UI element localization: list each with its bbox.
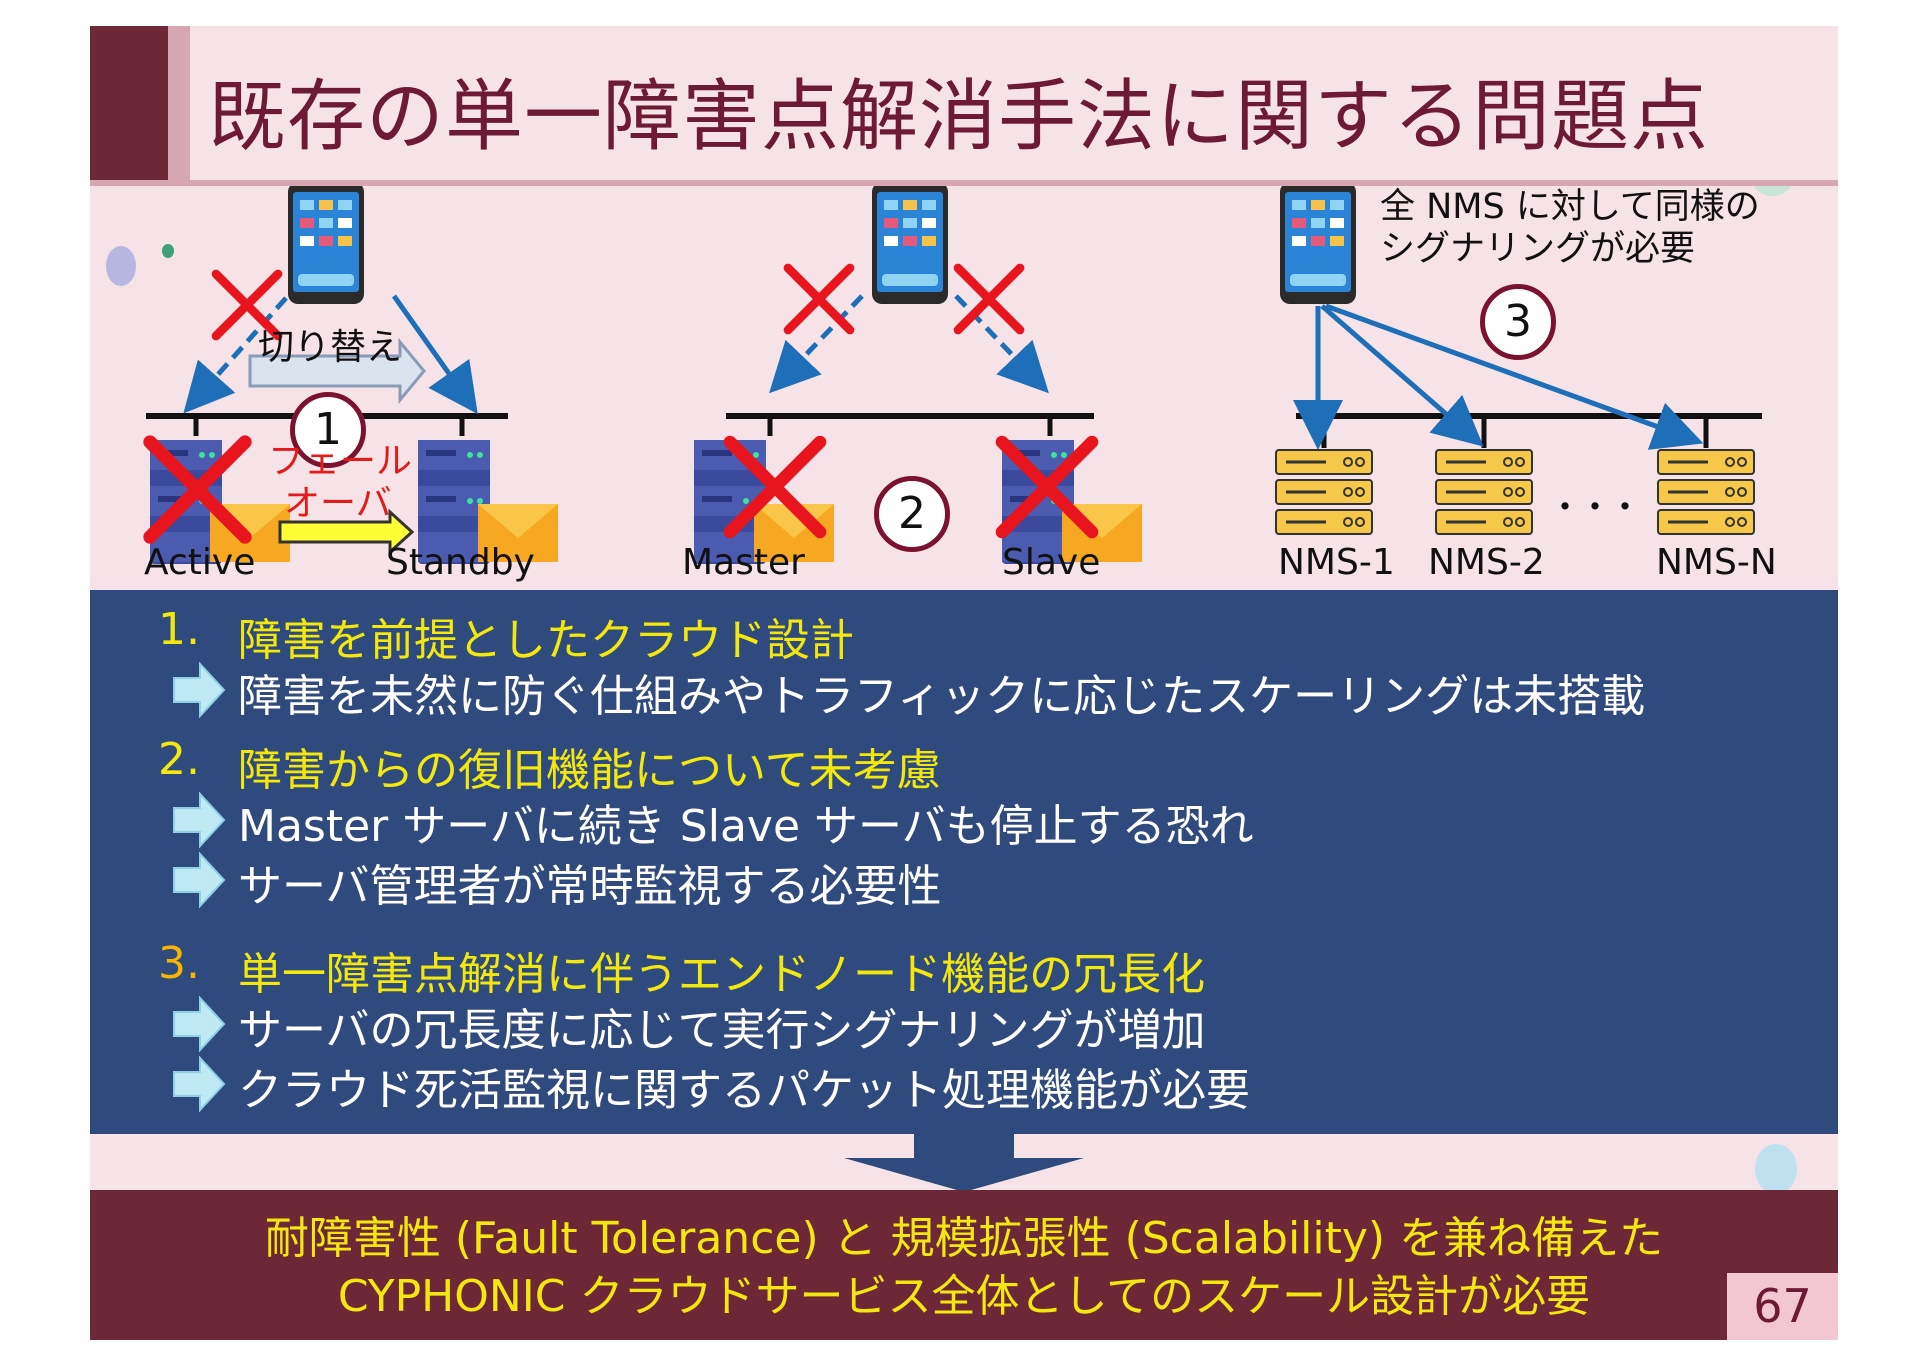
title-bar <box>90 26 1838 180</box>
down-arrow-icon <box>844 1134 1084 1192</box>
nms-label-1: NMS-1 <box>1278 542 1395 583</box>
nms-server-icon <box>1274 448 1374 536</box>
master-server-label: Master <box>682 542 805 583</box>
panel-nms <box>1274 182 1762 536</box>
step-number-2: 2 <box>874 476 950 552</box>
arrow-right-icon <box>173 997 225 1051</box>
cross-icon <box>958 268 1020 330</box>
panel-master-slave <box>694 182 1142 564</box>
issue-title-2: 障害からの復旧機能について未考慮 <box>238 745 941 796</box>
active-server-label: Active <box>144 542 256 583</box>
conclusion-line-2: CYPHONIC クラウドサービス全体としてのスケール設計が必要 <box>337 1271 1591 1322</box>
conclusion-box: 耐障害性 (Fault Tolerance) と 規模拡張性 (Scalabil… <box>90 1190 1838 1340</box>
signaling-note-line2: シグナリングが必要 <box>1380 229 1696 269</box>
failover-arrow-icon <box>278 508 415 556</box>
arrow-right-icon <box>173 1057 225 1111</box>
smartphone-icon <box>872 182 948 304</box>
arrow-right-icon <box>173 793 225 847</box>
decor-circle <box>106 246 136 286</box>
issues-panel: 1. 障害を前提としたクラウド設計 障害を未然に防ぐ仕組みやトラフィックに応じた… <box>90 590 1838 1134</box>
signaling-note-line1: 全 NMS に対して同様の <box>1380 187 1760 227</box>
standby-server-label: Standby <box>386 542 535 583</box>
step-number-1: 1 <box>290 392 366 468</box>
issue-number-3: 3. <box>158 938 200 989</box>
issue-point-3-1: サーバの冗長度に応じて実行シグナリングが増加 <box>238 1005 1206 1056</box>
issue-title-3: 単一障害点解消に伴うエンドノード機能の冗長化 <box>238 949 1206 1000</box>
diagram-svg <box>90 182 1762 564</box>
switch-arrow-icon <box>248 337 426 405</box>
issue-title-1: 障害を前提としたクラウド設計 <box>238 615 854 666</box>
page-title: 既存の単一障害点解消手法に関する問題点 <box>208 72 1710 162</box>
switch-label: 切り替え <box>258 327 403 368</box>
cross-icon <box>788 268 850 330</box>
step-number-3: 3 <box>1480 284 1556 360</box>
failover-label-line1: フェール <box>268 441 413 482</box>
arrow-right-icon <box>173 853 225 907</box>
decor-circle <box>1755 1144 1797 1194</box>
page-number: 67 <box>1727 1273 1838 1340</box>
nms-label-2: NMS-2 <box>1428 542 1545 583</box>
nms-label-n: NMS-N <box>1656 542 1777 583</box>
decor-circle <box>162 244 174 258</box>
arrow-right-icon <box>173 663 225 717</box>
slave-server-label: Slave <box>1002 542 1101 583</box>
issue-point-3-2: クラウド死活監視に関するパケット処理機能が必要 <box>238 1065 1250 1116</box>
smartphone-icon <box>288 182 364 304</box>
issue-number-1: 1. <box>158 604 200 655</box>
nms-server-icon <box>1656 448 1756 536</box>
nms-ellipsis: ・・・ <box>1548 488 1642 528</box>
conclusion-line-1: 耐障害性 (Fault Tolerance) と 規模拡張性 (Scalabil… <box>264 1213 1664 1264</box>
title-accent-light <box>168 26 190 186</box>
slide: 既存の単一障害点解消手法に関する問題点 <box>90 26 1838 1340</box>
title-accent-dark <box>90 26 168 186</box>
smartphone-icon <box>1280 182 1356 304</box>
issue-number-2: 2. <box>158 734 200 785</box>
diagram-area: 切り替え 1 フェール オーバ Active Standby 2 Master … <box>90 182 1838 588</box>
nms-server-icon <box>1434 448 1534 536</box>
issue-point-1-1: 障害を未然に防ぐ仕組みやトラフィックに応じたスケーリングは未搭載 <box>238 671 1646 722</box>
title-underline <box>90 180 1838 186</box>
issue-point-2-2: サーバ管理者が常時監視する必要性 <box>238 861 942 912</box>
issue-point-2-1: Master サーバに続き Slave サーバも停止する恐れ <box>238 801 1254 852</box>
failover-label-line2: オーバ <box>284 483 392 524</box>
panel-active-standby <box>146 182 558 564</box>
